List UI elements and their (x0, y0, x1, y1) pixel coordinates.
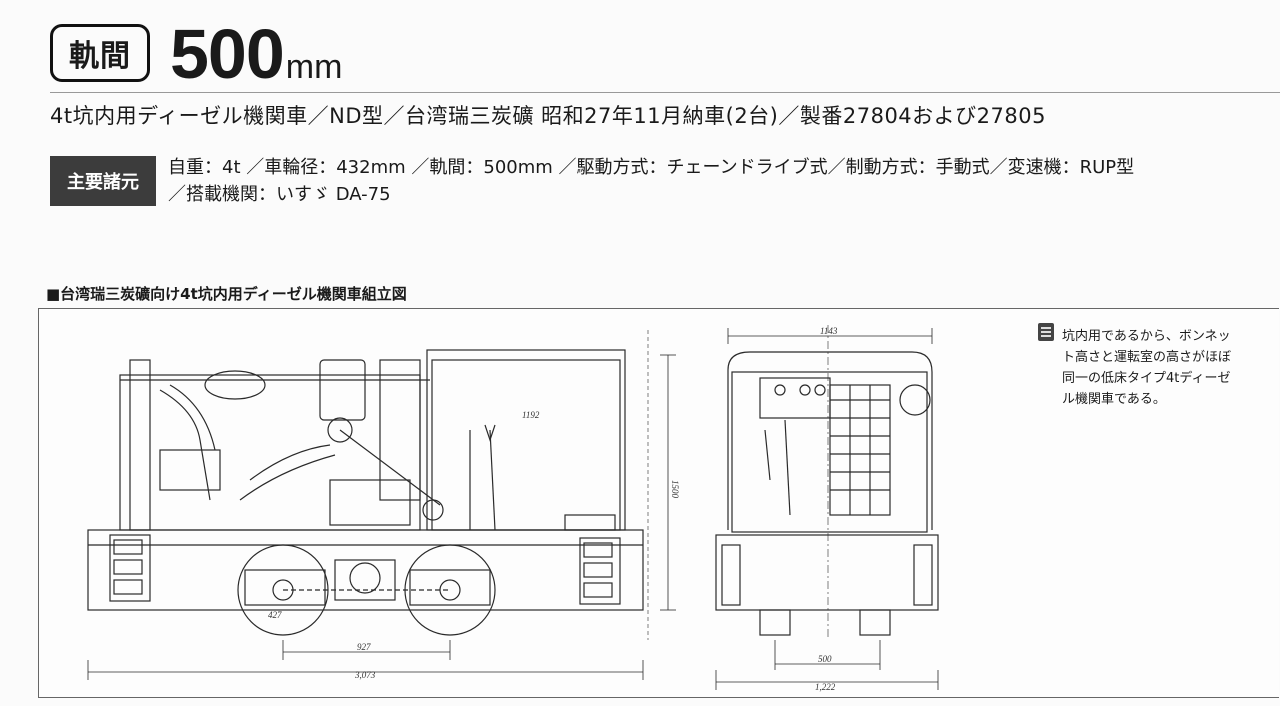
specs-line-1: 自重：4t ／車輪径：432mm ／軌間：500mm ／駆動方式：チェーンドライ… (168, 157, 1135, 178)
fan (204, 370, 266, 400)
dim-cab-width: 1143 (820, 326, 838, 336)
drawing-caption: 坑内用であるから、ボンネッ ト高さと運転室の高さがほぼ 同一の低床タイプ4tディ… (1062, 326, 1262, 410)
rear-wheel (404, 544, 496, 636)
dim-wheel-base: 927 (357, 642, 371, 652)
dim-overall-width: 1,222 (815, 682, 836, 692)
side-cab (426, 349, 626, 531)
dim-overall-length: 3,073 (354, 670, 376, 680)
side-view (87, 330, 676, 680)
engine-block (119, 374, 421, 531)
specs-line-2: ／搭載機関：いすゞ DA-75 (168, 184, 391, 205)
front-buffer-box (109, 534, 151, 602)
dim-wheel-dia: 427 (268, 610, 282, 620)
specs-label: 主要諸元 (67, 172, 139, 193)
rear-buffer-box (579, 537, 621, 605)
locomotive-subtitle: 4t坑内用ディーゼル機関車／ND型／台湾瑞三炭礦 昭和27年11月納車(2台)／… (50, 104, 1046, 128)
end-gauge-dial (899, 384, 931, 416)
drawing-frame (38, 308, 1279, 698)
radiator (159, 449, 221, 491)
figure-title: ■台湾瑞三炭礦向け4t坑内用ディーゼル機関車組立図 (46, 285, 407, 303)
end-cab-outline (727, 351, 933, 530)
gauge-label-badge: 軌間 (50, 24, 150, 82)
dim-gauge: 500 (818, 654, 832, 664)
specs-label-badge: 主要諸元 (50, 156, 156, 206)
caption-line-3: 同一の低床タイプ4tディーゼ (1062, 371, 1231, 386)
side-frame (87, 529, 644, 611)
gauge-number: 500 (170, 15, 285, 93)
radiator-grille (829, 384, 891, 516)
gauge-value-heading: 500mm (170, 12, 342, 109)
dim-cab-inner: 1192 (522, 410, 540, 420)
caption-line-1: 坑内用であるから、ボンネッ (1062, 329, 1231, 344)
end-view (715, 325, 939, 690)
caption-line-4: ル機関車である。 (1062, 392, 1166, 407)
caption-line-2: ト高さと運転室の高さがほぼ (1062, 350, 1232, 365)
end-frame (715, 534, 939, 611)
air-cleaner (319, 359, 366, 421)
specs-text: 自重：4t ／車輪径：432mm ／軌間：500mm ／駆動方式：チェーンドライ… (168, 154, 1278, 208)
heading-divider (50, 92, 1280, 93)
dim-height: 1500 (670, 480, 680, 499)
gearbox (334, 559, 396, 601)
note-icon (1038, 323, 1054, 341)
gauge-label: 軌間 (69, 39, 131, 74)
gauge-unit: mm (285, 48, 343, 86)
